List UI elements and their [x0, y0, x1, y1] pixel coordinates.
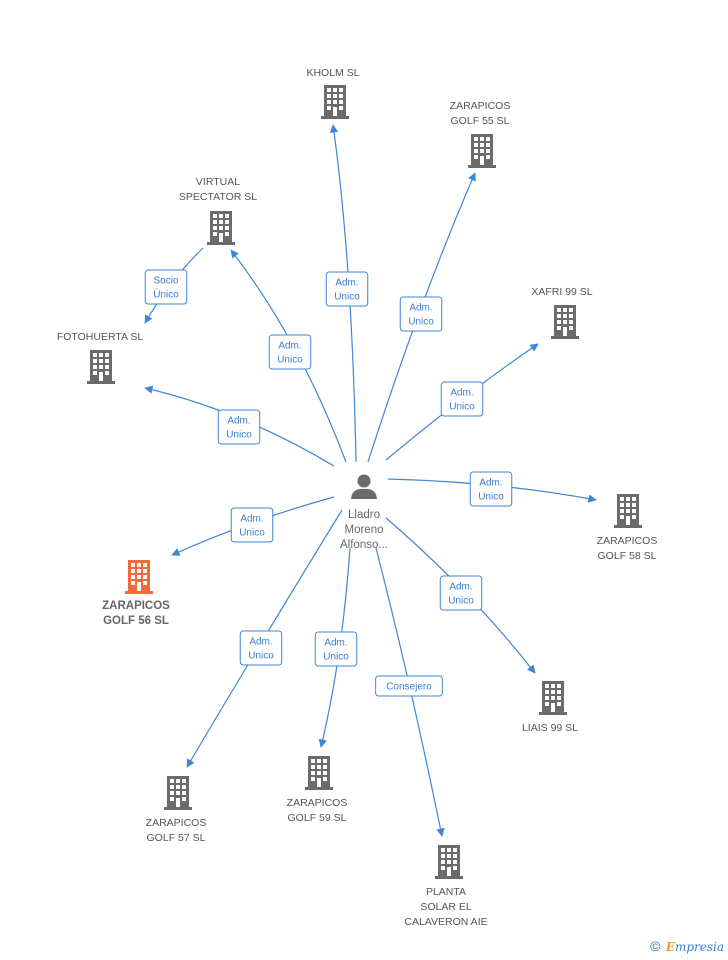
copyright-icon: © — [650, 938, 661, 954]
company-node-zarapicos59[interactable]: ZARAPICOS GOLF 59 SL — [287, 756, 348, 824]
company-node-zarapicos57[interactable]: ZARAPICOS GOLF 57 SL — [146, 776, 207, 844]
relation-label-kholm: Adm. Unico — [325, 271, 369, 307]
relation-label-fotohuerta: Adm. Unico — [217, 409, 261, 445]
copyright-footer[interactable]: © Empresia — [650, 938, 724, 954]
building-icon — [539, 681, 567, 715]
company-name-line: VIRTUAL — [196, 176, 240, 188]
edge-label-text: Unico — [478, 492, 504, 503]
edge-label-text: Adm. — [449, 582, 472, 593]
edge-label-text: Adm. — [227, 416, 250, 427]
person-name-line: Moreno — [345, 524, 384, 536]
edge-label-text: Consejero — [386, 682, 432, 693]
company-node-xafri[interactable]: XAFRI 99 SL — [531, 286, 593, 339]
building-icon — [207, 211, 235, 245]
building-icon — [305, 756, 333, 790]
nodes-layer: KHOLM SL ZARAPICOS GOLF 55 SL VIRTUAL SPECTA… — [57, 67, 658, 928]
company-name-line: XAFRI 99 SL — [531, 286, 592, 298]
relation-label-zarapicos58: Adm. Unico — [469, 471, 513, 507]
building-icon — [551, 305, 579, 339]
edge-label-text: Adm. — [324, 638, 347, 649]
edge-label-text: Adm. — [450, 388, 473, 399]
company-name-line: PLANTA — [426, 886, 466, 898]
company-name-line: GOLF 59 SL — [288, 812, 347, 824]
edge-label-text: Unico — [449, 402, 475, 413]
edge-label-text: Único — [153, 288, 179, 301]
relation-label-xafri: Adm. Unico — [440, 381, 484, 417]
edge-label-text: Unico — [277, 355, 303, 366]
relation-label-planta: Consejero — [375, 675, 443, 697]
company-node-liais[interactable]: LIAIS 99 SL — [522, 681, 578, 734]
company-node-kholm[interactable]: KHOLM SL — [306, 67, 360, 119]
edge-label-text: Adm. — [335, 278, 358, 289]
building-icon — [321, 85, 349, 119]
person-node[interactable]: LladroMorenoAlfonso... — [340, 474, 388, 552]
edge-label-text: Adm. — [409, 303, 432, 314]
company-node-fotohuerta[interactable]: FOTOHUERTA SL — [57, 331, 144, 384]
company-node-zarapicos58[interactable]: ZARAPICOS GOLF 58 SL — [597, 494, 658, 562]
building-icon — [468, 134, 496, 168]
company-name-line: LIAIS 99 SL — [522, 722, 578, 734]
edge-label-text: Socio — [153, 276, 178, 287]
company-node-zarapicos55[interactable]: ZARAPICOS GOLF 55 SL — [450, 100, 511, 168]
relation-label-virtual: Adm. Unico — [268, 334, 312, 370]
edge-label-text: Unico — [323, 652, 349, 663]
person-name-line: Lladro — [348, 509, 380, 521]
relation-label-zarapicos57: Adm. Unico — [239, 630, 283, 666]
relation-label-zarapicos59: Adm. Unico — [314, 631, 358, 667]
company-name-line: ZARAPICOS — [146, 817, 207, 829]
person-name-line: Alfonso... — [340, 539, 388, 551]
edge-label-text: Adm. — [479, 478, 502, 489]
company-name-line: KHOLM SL — [306, 67, 359, 79]
edge-label-text: Unico — [448, 596, 474, 607]
relation-label-zarapicos56: Adm. Unico — [230, 507, 274, 543]
company-name-line: GOLF 58 SL — [598, 550, 657, 562]
person-icon — [351, 474, 377, 499]
edge-label-text: Unico — [408, 317, 434, 328]
company-node-zarapicos56[interactable]: ZARAPICOS GOLF 56 SL — [102, 560, 170, 627]
company-name-line: ZARAPICOS — [450, 100, 511, 112]
edge-label-text: Unico — [226, 430, 252, 441]
building-icon — [87, 350, 115, 384]
company-name-line: GOLF 56 SL — [103, 615, 169, 627]
company-name-line: ZARAPICOS — [287, 797, 348, 809]
building-icon — [614, 494, 642, 528]
company-name-line: CALAVERON AIE — [404, 916, 487, 928]
building-icon — [164, 776, 192, 810]
company-name-line: SPECTATOR SL — [179, 191, 257, 203]
company-node-planta[interactable]: PLANTA SOLAR EL CALAVERON AIE — [404, 845, 488, 928]
company-name-line: GOLF 55 SL — [451, 115, 510, 127]
company-name-line: SOLAR EL — [420, 901, 472, 913]
company-node-virtual[interactable]: VIRTUAL SPECTATOR SL — [179, 176, 257, 245]
relation-label-zarapicos55: Adm. Unico — [399, 296, 443, 332]
company-name-line: ZARAPICOS — [102, 600, 170, 612]
building-icon — [435, 845, 463, 879]
relation-label-liais: Adm. Unico — [439, 575, 483, 611]
company-name-line: GOLF 57 SL — [147, 832, 206, 844]
company-name-line: ZARAPICOS — [597, 535, 658, 547]
company-name-line: FOTOHUERTA SL — [57, 331, 144, 343]
edge-label-text: Adm. — [240, 514, 263, 525]
edge-label-text: Adm. — [278, 341, 301, 352]
building-icon — [125, 560, 153, 594]
edge-labels-layer: Adm.UnicoAdm.UnicoAdm.UnicoAdm.UnicoAdm.… — [144, 269, 513, 697]
edge-label-text: Adm. — [249, 637, 272, 648]
edge-label-text: Unico — [248, 651, 274, 662]
edge-label-text: Unico — [239, 528, 265, 539]
edge-label-text: Unico — [334, 292, 360, 303]
brand-logo: Empresia — [665, 940, 724, 954]
